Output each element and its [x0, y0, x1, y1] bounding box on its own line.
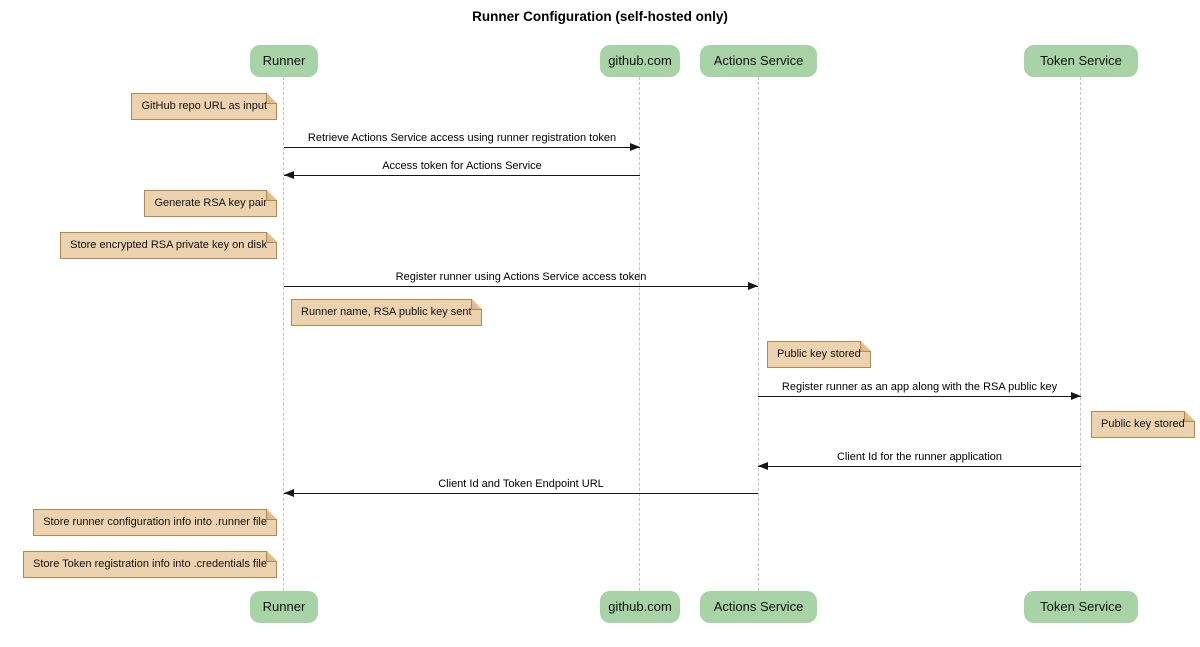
note-generate-rsa-key-pair: Generate RSA key pair [144, 190, 277, 217]
message-4-line [758, 396, 1081, 397]
participant-github-bottom: github.com [600, 591, 680, 623]
lifeline-actions-service [758, 77, 759, 591]
message-5-label: Client Id for the runner application [836, 451, 1003, 463]
note-text: Generate RSA key pair [154, 197, 267, 209]
note-text: Store encrypted RSA private key on disk [70, 239, 267, 251]
note-fold-icon [1183, 411, 1195, 422]
note-text: GitHub repo URL as input [141, 100, 267, 112]
message-3-label: Register runner using Actions Service ac… [395, 271, 647, 283]
note-fold-icon [470, 299, 482, 310]
participant-actions-service-bottom: Actions Service [700, 591, 817, 623]
message-2-label: Access token for Actions Service [382, 160, 542, 172]
note-store-runner-configuration: Store runner configuration info into .ru… [33, 509, 277, 536]
message-4-label: Register runner as an app along with the… [781, 381, 1058, 393]
note-fold-icon [266, 190, 277, 201]
message-3-line [284, 286, 758, 287]
diagram-title: Runner Configuration (self-hosted only) [472, 9, 728, 24]
arrow-head-left-icon [758, 462, 768, 470]
participant-actions-service-top: Actions Service [700, 45, 817, 77]
note-store-token-registration: Store Token registration info into .cred… [23, 551, 277, 578]
note-fold-icon [266, 93, 277, 104]
note-text: Public key stored [777, 348, 861, 360]
note-text: Store Token registration info into .cred… [33, 558, 267, 570]
note-public-key-stored-token: Public key stored [1091, 411, 1195, 438]
message-1-line [284, 147, 640, 148]
note-runner-name-rsa-public-key-sent: Runner name, RSA public key sent [291, 299, 482, 326]
message-2-line [284, 175, 640, 176]
note-fold-icon [266, 509, 277, 520]
message-5-line [758, 466, 1081, 467]
arrow-head-right-icon [748, 282, 758, 290]
lifeline-token-service [1080, 77, 1081, 591]
note-fold-icon [266, 551, 277, 562]
note-github-repo-url-input: GitHub repo URL as input [131, 93, 277, 120]
note-text: Store runner configuration info into .ru… [43, 516, 267, 528]
message-6-label: Client Id and Token Endpoint URL [438, 478, 604, 490]
participant-runner-bottom: Runner [250, 591, 318, 623]
note-fold-icon [266, 232, 277, 243]
message-6-line [284, 493, 758, 494]
participant-runner-top: Runner [250, 45, 318, 77]
note-public-key-stored-actions: Public key stored [767, 341, 871, 368]
participant-token-service-top: Token Service [1024, 45, 1138, 77]
arrow-head-left-icon [284, 171, 294, 179]
note-store-encrypted-rsa-private-key: Store encrypted RSA private key on disk [60, 232, 277, 259]
note-text: Public key stored [1101, 418, 1185, 430]
arrow-head-right-icon [1071, 392, 1081, 400]
note-text: Runner name, RSA public key sent [301, 306, 472, 318]
lifeline-runner [283, 77, 284, 591]
arrow-head-left-icon [284, 489, 294, 497]
message-1-label: Retrieve Actions Service access using ru… [307, 132, 617, 144]
note-fold-icon [859, 341, 871, 352]
lifeline-github [639, 77, 640, 591]
arrow-head-right-icon [630, 143, 640, 151]
participant-token-service-bottom: Token Service [1024, 591, 1138, 623]
participant-github-top: github.com [600, 45, 680, 77]
